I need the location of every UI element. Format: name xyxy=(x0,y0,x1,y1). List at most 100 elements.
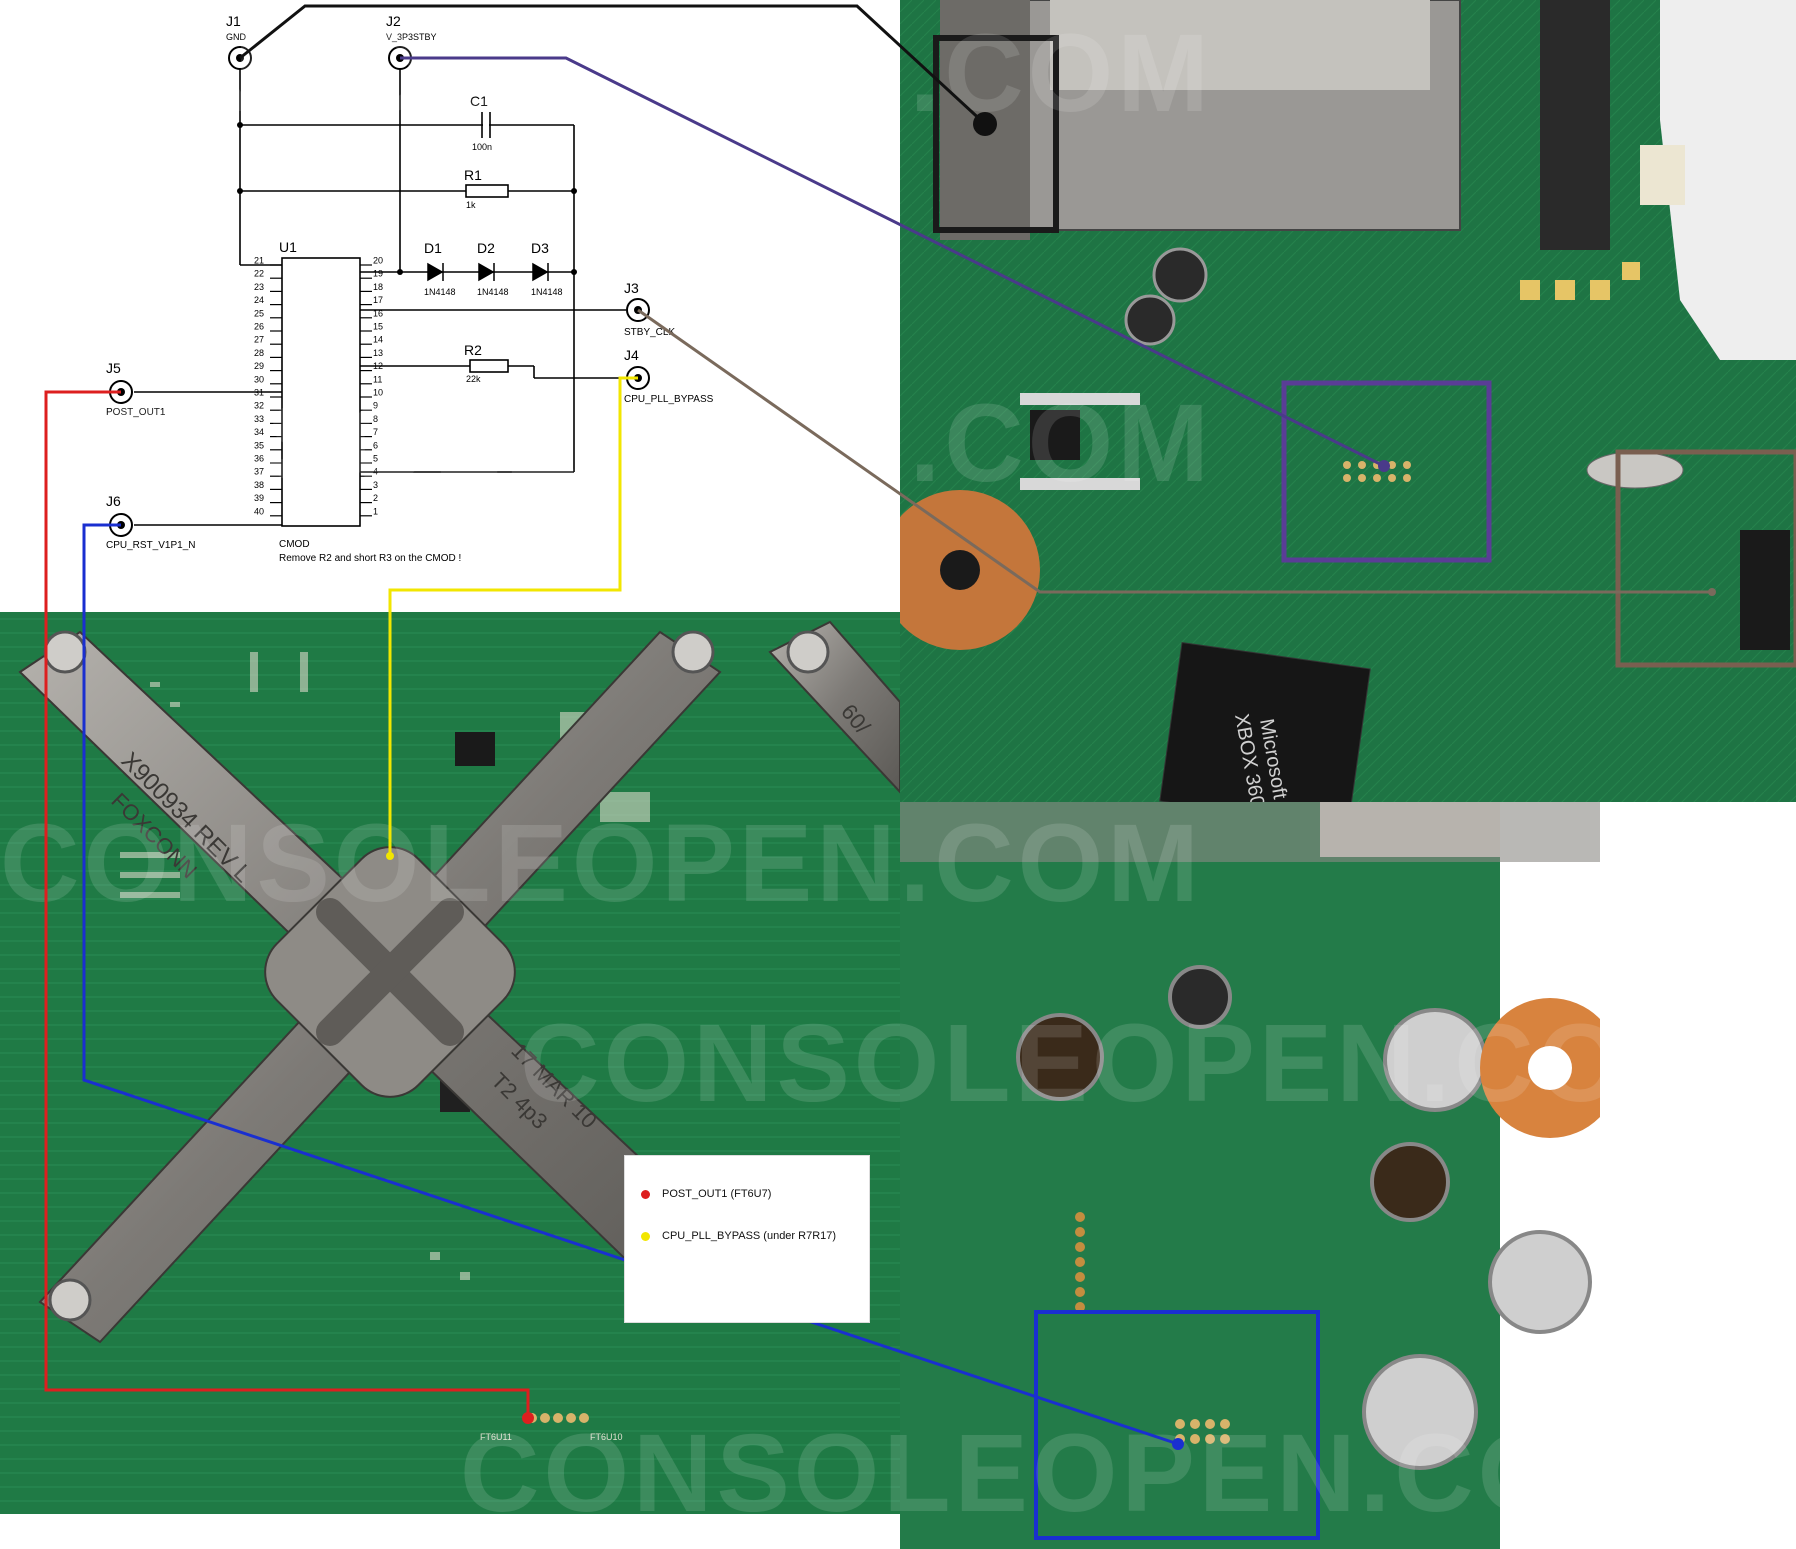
d2-value: 1N4148 xyxy=(477,287,509,297)
legend-dot-yellow xyxy=(641,1231,650,1241)
j6-ref: J6 xyxy=(106,493,121,509)
r1-ref: R1 xyxy=(464,167,482,183)
u1-pin-number: 22 xyxy=(254,269,264,279)
u1-pin-number: 26 xyxy=(254,322,264,332)
u1-pin-number: 6 xyxy=(373,440,378,450)
u1-pin-number: 37 xyxy=(254,467,264,477)
legend-label-post-out1: POST_OUT1 (FT6U7) xyxy=(662,1188,772,1200)
wire-gnd xyxy=(239,4,987,126)
legend: POST_OUT1 (FT6U7) CPU_PLL_BYPASS (under … xyxy=(624,1155,870,1323)
u1-pin-number: 15 xyxy=(373,322,383,332)
u1-pin-number: 2 xyxy=(373,493,378,503)
u1-pin-number: 21 xyxy=(254,256,264,266)
c1-ref: C1 xyxy=(470,93,488,109)
stby-clk-highlight-box xyxy=(1615,449,1796,668)
r2-ref: R2 xyxy=(464,342,482,358)
u1-pin-number: 7 xyxy=(373,427,378,437)
u1-pin-number: 32 xyxy=(254,401,264,411)
j1-net: GND xyxy=(226,32,247,42)
legend-dot-red xyxy=(641,1189,650,1199)
u1-pin-number: 1 xyxy=(373,506,378,516)
u1-pin-number: 36 xyxy=(254,454,264,464)
cpu-pll-point xyxy=(386,852,394,860)
legend-label-cpu-pll: CPU_PLL_BYPASS (under R7R17) xyxy=(662,1230,837,1242)
u1-pin-number: 31 xyxy=(254,388,264,398)
j4-ref: J4 xyxy=(624,347,639,363)
u1-pin-number: 30 xyxy=(254,374,264,384)
v3p3stby-highlight-box xyxy=(1281,380,1492,563)
j6-net: CPU_RST_V1P1_N xyxy=(106,540,195,551)
board-photo-bottom-right-drawing xyxy=(900,802,1600,1549)
u1-pin-number: 20 xyxy=(373,256,383,266)
stby-clk-point xyxy=(1708,588,1716,596)
u1-pin-number: 4 xyxy=(373,467,378,477)
cpu-rst-highlight-box xyxy=(1034,1310,1320,1540)
u1-pin-number: 5 xyxy=(373,454,378,464)
u1-pin-number: 35 xyxy=(254,440,264,450)
u1-pin-number: 19 xyxy=(373,269,383,279)
j3-net: STBY_CLK xyxy=(624,327,675,338)
pad-label-ft6u10: FT6U10 xyxy=(590,1432,623,1442)
u1-pin-number: 39 xyxy=(254,493,264,503)
j1-ref: J1 xyxy=(226,13,241,29)
u1-pin-number: 23 xyxy=(254,282,264,292)
post-out1-point xyxy=(522,1412,534,1424)
schematic-drawing: 2122232425262728293031323334353637383940… xyxy=(106,13,714,564)
wire-v3p3stby xyxy=(400,56,1385,468)
board-photo-top-right: Microsoft XBOX 360 xyxy=(900,0,1796,802)
u1-pin-number: 29 xyxy=(254,361,264,371)
u1-pin-number: 8 xyxy=(373,414,378,424)
u1-pin-number: 34 xyxy=(254,427,264,437)
board-photo-bottom-right xyxy=(900,802,1600,1549)
u1-pin-number: 25 xyxy=(254,308,264,318)
c1-value: 100n xyxy=(472,142,492,152)
u1-pin-number: 28 xyxy=(254,348,264,358)
board-photo-cpu-drawing: X900934 REV L FOXCONN 17 MAR 10 T2 4p3 6… xyxy=(0,612,900,1514)
u1-pin-number: 10 xyxy=(373,388,383,398)
u1-pin-number: 9 xyxy=(373,401,378,411)
pad-label-ft6u11: FT6U11 xyxy=(480,1432,512,1442)
u1-pin-number: 16 xyxy=(373,308,383,318)
u1-note: Remove R2 and short R3 on the CMOD ! xyxy=(279,553,461,564)
wire-stby-clk xyxy=(637,308,1712,594)
d3-ref: D3 xyxy=(531,240,549,256)
u1-pin-number: 17 xyxy=(373,295,383,305)
gnd-highlight-box xyxy=(933,35,1059,233)
u1-pin-number: 40 xyxy=(254,506,264,516)
u1-pin-number: 3 xyxy=(373,480,378,490)
legend-item-post-out1: POST_OUT1 (FT6U7) xyxy=(641,1188,771,1200)
v3p3stby-point xyxy=(1378,460,1390,472)
u1-pin-number: 13 xyxy=(373,348,383,358)
u1-pin-number: 11 xyxy=(373,374,382,384)
j3-ref: J3 xyxy=(624,280,639,296)
d3-value: 1N4148 xyxy=(531,287,563,297)
u1-pin-number: 14 xyxy=(373,335,383,345)
d1-value: 1N4148 xyxy=(424,287,456,297)
j5-net: POST_OUT1 xyxy=(106,407,166,418)
d1-ref: D1 xyxy=(424,240,442,256)
wire-post-out1 xyxy=(44,390,530,1418)
u1-pin-number: 18 xyxy=(373,282,383,292)
board-photo-top-right-drawing: Microsoft XBOX 360 xyxy=(900,0,1796,802)
j2-ref: J2 xyxy=(386,13,401,29)
u1-part: CMOD xyxy=(279,539,310,550)
j2-net: V_3P3STBY xyxy=(386,32,437,42)
cpu-rst-point xyxy=(1172,1438,1184,1450)
u1-pin-number: 24 xyxy=(254,295,264,305)
j4-net: CPU_PLL_BYPASS xyxy=(624,394,714,405)
u1-pin-number: 12 xyxy=(373,361,383,371)
gnd-point xyxy=(973,112,997,136)
u1-pin-number: 33 xyxy=(254,414,264,424)
r2-value: 22k xyxy=(466,374,481,384)
r1-value: 1k xyxy=(466,200,476,210)
wire-cpu-pll-bypass xyxy=(388,376,638,856)
board-photo-cpu-area: X900934 REV L FOXCONN 17 MAR 10 T2 4p3 6… xyxy=(0,612,900,1514)
u1-pin-number: 27 xyxy=(254,335,264,345)
u1-ref: U1 xyxy=(279,239,297,255)
legend-item-cpu-pll: CPU_PLL_BYPASS (under R7R17) xyxy=(641,1230,836,1242)
u1-pin-number: 38 xyxy=(254,480,264,490)
j5-ref: J5 xyxy=(106,360,121,376)
d2-ref: D2 xyxy=(477,240,495,256)
